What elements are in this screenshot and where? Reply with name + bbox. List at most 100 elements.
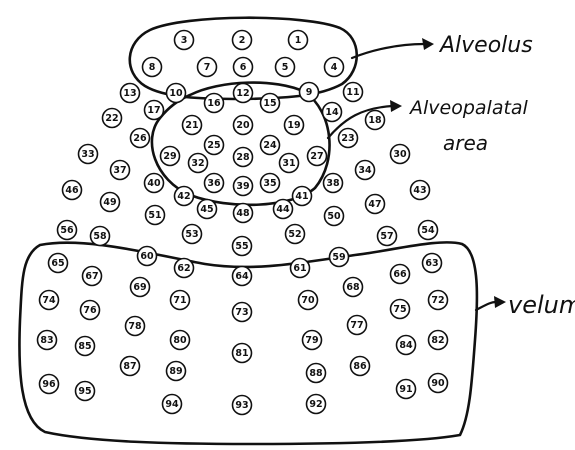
electrode-point-number: 16: [207, 98, 221, 109]
electrode-point-47: 47: [366, 195, 385, 214]
electrode-point-number: 11: [346, 87, 359, 98]
electrode-point-32: 32: [189, 154, 208, 173]
electrode-point-number: 45: [200, 204, 213, 215]
electrode-point-33: 33: [79, 145, 98, 164]
electrode-point-9: 9: [300, 83, 319, 102]
electrode-point-number: 51: [148, 210, 161, 221]
electrode-point-22: 22: [103, 109, 122, 128]
electrode-point-34: 34: [356, 161, 375, 180]
electrode-point-60: 60: [138, 247, 157, 266]
electrode-point-number: 70: [301, 295, 315, 306]
electrode-point-number: 89: [169, 366, 182, 377]
electrode-point-number: 8: [149, 62, 156, 73]
electrode-point-number: 3: [181, 35, 188, 46]
electrode-point-number: 64: [235, 271, 249, 282]
velum-label: velum: [508, 291, 575, 319]
electrode-point-number: 7: [204, 62, 211, 73]
electrode-point-number: 39: [236, 181, 249, 192]
electrode-point-27: 27: [308, 147, 327, 166]
electrode-point-51: 51: [146, 206, 165, 225]
electrode-point-number: 58: [93, 231, 107, 242]
electrode-point-58: 58: [91, 227, 110, 246]
alveopalatal-label-line2: area: [443, 131, 488, 155]
electrode-point-number: 20: [236, 120, 250, 131]
electrode-point-number: 79: [305, 335, 318, 346]
electrode-point-number: 85: [78, 341, 91, 352]
electrode-point-number: 86: [353, 361, 367, 372]
electrode-point-number: 6: [240, 62, 247, 73]
electrode-point-number: 59: [332, 252, 345, 263]
electrode-point-70: 70: [299, 291, 318, 310]
electrode-point-number: 17: [147, 105, 160, 116]
electrode-point-24: 24: [261, 136, 280, 155]
electrode-point-number: 27: [310, 151, 323, 162]
electrode-point-number: 81: [235, 348, 248, 359]
electrode-point-number: 90: [431, 378, 445, 389]
electrode-point-number: 18: [368, 115, 382, 126]
electrode-point-88: 88: [307, 364, 326, 383]
electrode-point-52: 52: [286, 225, 305, 244]
electrode-point-4: 4: [325, 58, 344, 77]
electrode-point-13: 13: [121, 84, 140, 103]
electrode-point-number: 74: [42, 295, 56, 306]
electrode-point-number: 40: [147, 178, 161, 189]
electrode-point-number: 60: [140, 251, 154, 262]
electrode-point-number: 66: [393, 269, 407, 280]
electrode-point-43: 43: [411, 181, 430, 200]
electrode-point-number: 82: [431, 335, 444, 346]
electrode-point-44: 44: [274, 200, 293, 219]
electrode-point-55: 55: [233, 237, 252, 256]
electrode-point-number: 50: [327, 211, 341, 222]
electrode-point-25: 25: [205, 136, 224, 155]
electrode-point-86: 86: [351, 357, 370, 376]
electrode-point-number: 22: [105, 113, 118, 124]
electrode-point-48: 48: [234, 204, 253, 223]
electrode-point-number: 72: [431, 295, 444, 306]
electrode-point-number: 36: [207, 178, 221, 189]
electrode-point-56: 56: [58, 221, 77, 240]
electrode-point-number: 46: [65, 185, 79, 196]
electrode-point-68: 68: [344, 278, 363, 297]
electrode-point-83: 83: [38, 331, 57, 350]
electrode-point-23: 23: [339, 129, 358, 148]
electrode-point-number: 73: [235, 307, 248, 318]
electrode-point-50: 50: [325, 207, 344, 226]
electrode-point-number: 2: [239, 35, 246, 46]
electrode-point-71: 71: [171, 291, 190, 310]
alveolus-label: Alveolus: [438, 33, 533, 58]
electrode-point-19: 19: [285, 116, 304, 135]
electrode-point-16: 16: [205, 94, 224, 113]
electrode-point-number: 68: [346, 282, 360, 293]
electrode-point-94: 94: [163, 395, 182, 414]
electrode-point-65: 65: [49, 254, 68, 273]
electrode-point-number: 75: [393, 304, 406, 315]
electrode-point-18: 18: [366, 111, 385, 130]
electrode-point-number: 87: [123, 361, 136, 372]
electrode-point-number: 48: [236, 208, 250, 219]
electrode-point-53: 53: [183, 225, 202, 244]
electrode-point-number: 65: [51, 258, 64, 269]
electrode-point-72: 72: [429, 291, 448, 310]
electrode-point-41: 41: [293, 187, 312, 206]
electrode-point-84: 84: [397, 336, 416, 355]
electrode-point-54: 54: [419, 221, 438, 240]
electrode-point-number: 84: [399, 340, 413, 351]
electrode-point-number: 49: [103, 197, 116, 208]
electrode-point-number: 1: [295, 35, 302, 46]
alveolus-arrow: [352, 38, 434, 58]
electrode-point-63: 63: [423, 254, 442, 273]
electrode-point-64: 64: [233, 267, 252, 286]
electrode-point-95: 95: [76, 382, 95, 401]
electrode-point-number: 67: [85, 271, 98, 282]
electrode-point-35: 35: [261, 174, 280, 193]
electrode-point-number: 77: [350, 320, 363, 331]
electrode-point-74: 74: [40, 291, 59, 310]
electrode-point-number: 33: [81, 149, 94, 160]
electrode-point-3: 3: [175, 31, 194, 50]
electrode-point-29: 29: [161, 147, 180, 166]
electrode-point-number: 42: [177, 191, 190, 202]
electrode-point-number: 15: [263, 98, 276, 109]
electrode-point-11: 11: [344, 83, 363, 102]
velum-arrow: [476, 296, 506, 310]
electrode-point-28: 28: [234, 148, 253, 167]
